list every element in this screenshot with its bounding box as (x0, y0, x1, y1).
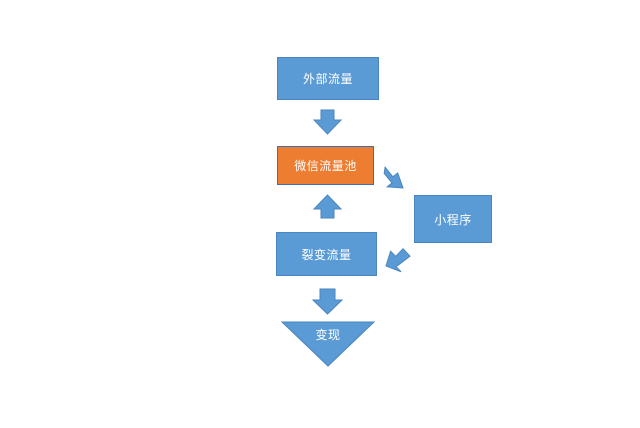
arrow-viral-to-pool (312, 194, 343, 219)
external-traffic-node: 外部流量 (277, 57, 379, 100)
arrow-miniprogram-to-viral (385, 247, 411, 273)
wechat-traffic-pool-label: 微信流量池 (294, 159, 357, 173)
viral-traffic-label: 裂变流量 (301, 247, 352, 262)
mini-program-label: 小程序 (434, 212, 472, 227)
external-traffic-label: 外部流量 (302, 72, 353, 86)
monetization-triangle (280, 321, 376, 367)
viral-traffic-node: 裂变流量 (276, 232, 377, 276)
arrow-viral-to-monetization (311, 288, 344, 315)
wechat-traffic-pool-node: 微信流量池 (277, 146, 374, 185)
arrow-external-to-pool (312, 109, 343, 135)
mini-program-node: 小程序 (414, 195, 492, 243)
monetization-label: 变现 (315, 328, 341, 342)
arrow-pool-to-miniprogram (383, 166, 404, 189)
